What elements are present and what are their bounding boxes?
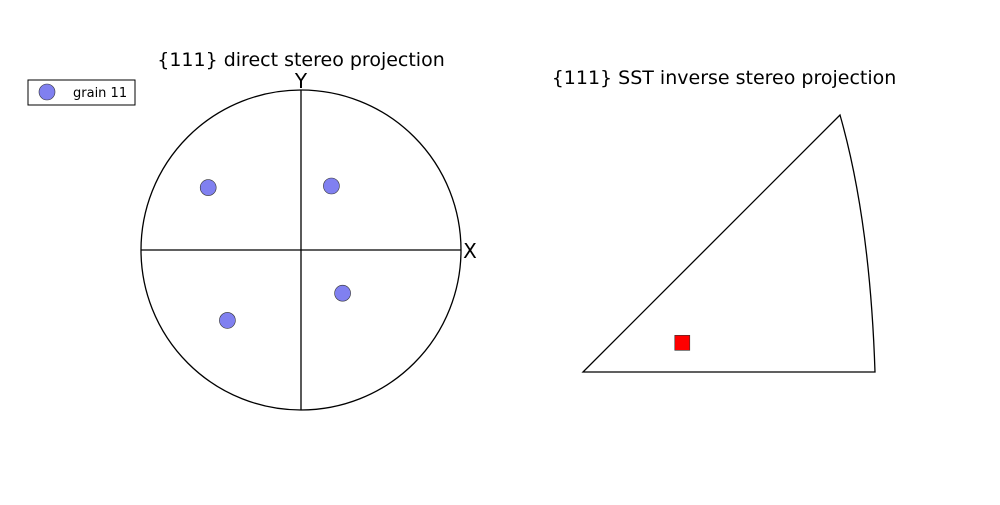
pole-point-4 bbox=[334, 284, 351, 302]
pole-point-3 bbox=[219, 312, 236, 329]
x-axis-label: X bbox=[463, 239, 477, 263]
direct-projection-panel: {111} direct stereo projection X Y bbox=[140, 49, 477, 411]
inverse-points-group bbox=[674, 334, 691, 351]
legend-label: grain 11 bbox=[73, 86, 127, 101]
direct-projection-title: {111} direct stereo projection bbox=[157, 49, 445, 71]
y-axis-label: Y bbox=[294, 69, 308, 93]
sst-point-1 bbox=[674, 334, 691, 351]
legend: grain 11 bbox=[27, 79, 136, 106]
pole-point-1 bbox=[199, 179, 217, 196]
inverse-projection-panel: {111} SST inverse stereo projection bbox=[552, 67, 897, 373]
legend-marker bbox=[38, 83, 56, 101]
sst-triangle bbox=[581, 113, 876, 373]
pole-point-2 bbox=[323, 177, 340, 195]
direct-points-group bbox=[199, 177, 351, 329]
inverse-projection-title: {111} SST inverse stereo projection bbox=[552, 67, 897, 89]
